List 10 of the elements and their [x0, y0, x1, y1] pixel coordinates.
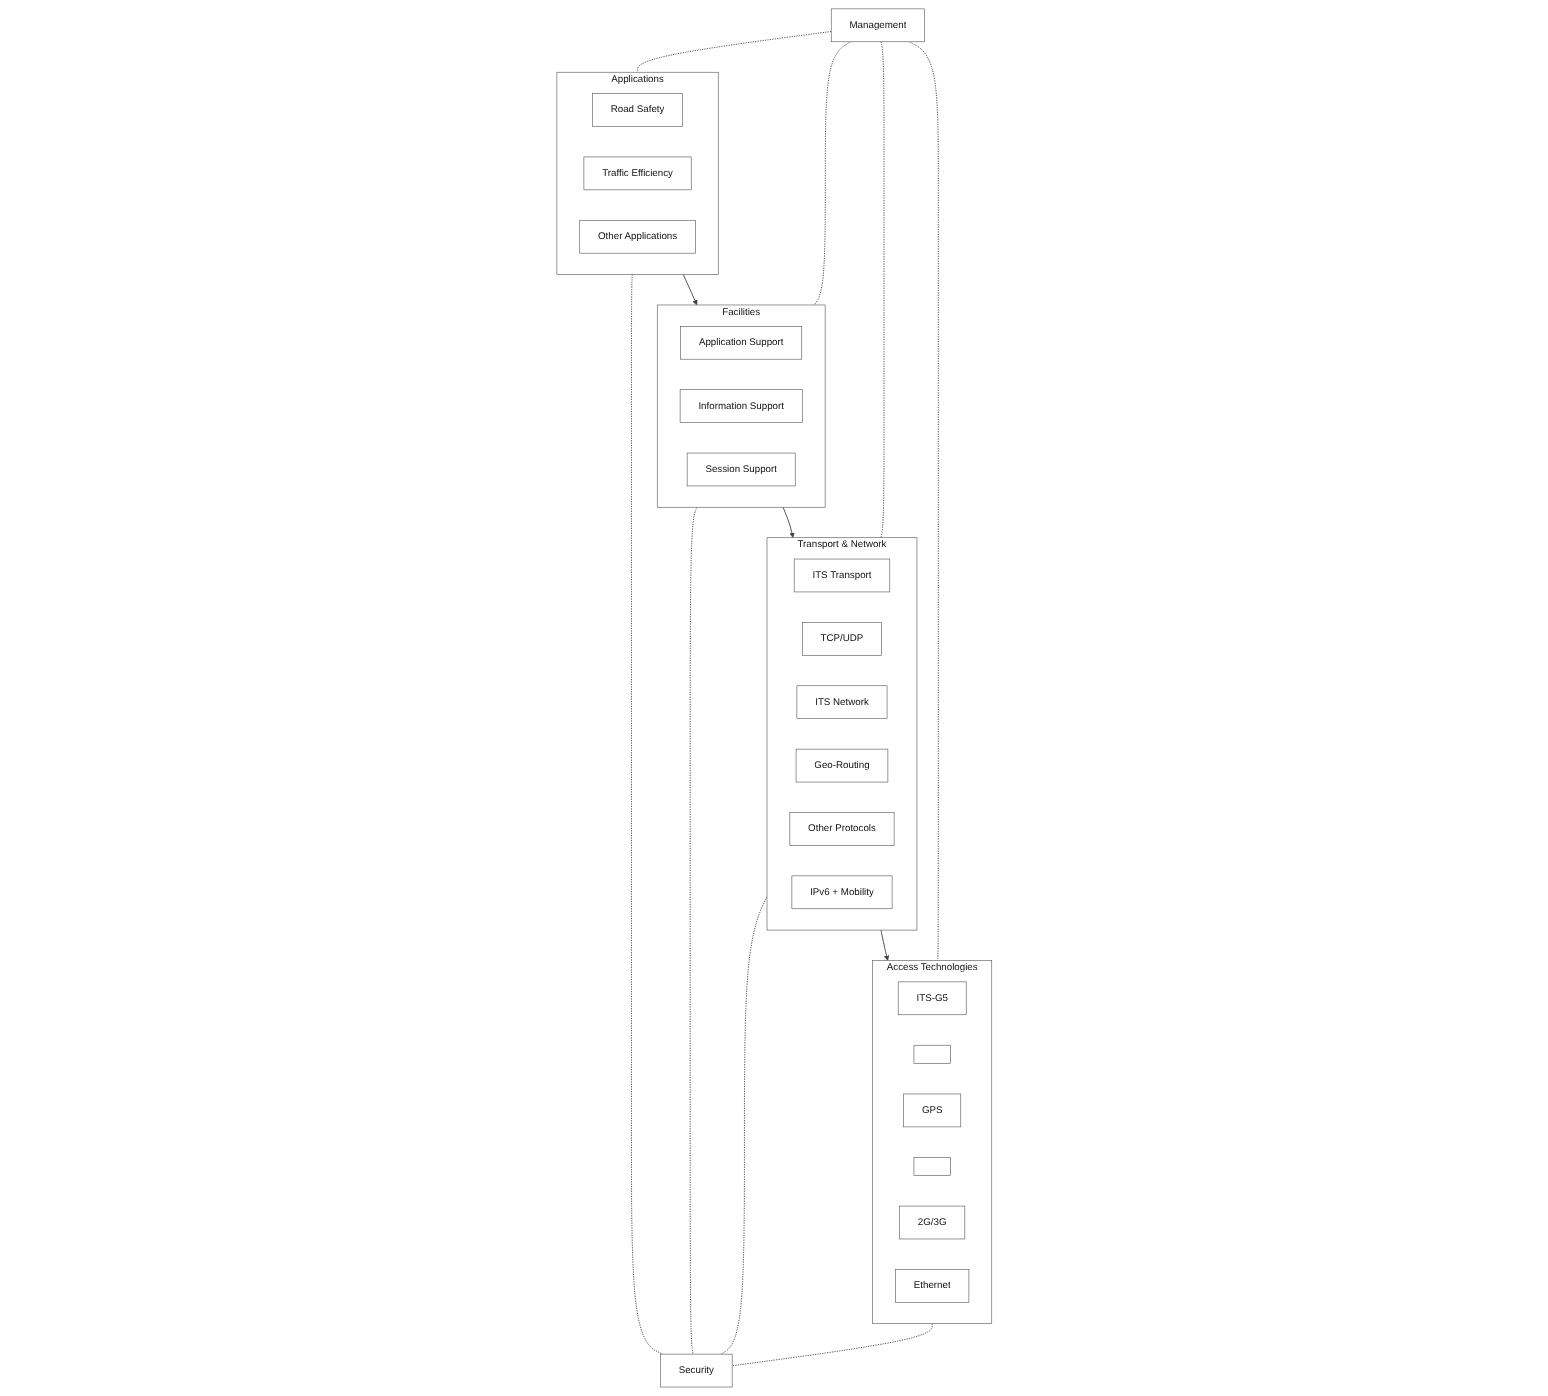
connector — [636, 31, 832, 73]
connector — [880, 41, 885, 539]
connector — [720, 896, 768, 1355]
connector — [731, 1323, 933, 1367]
connector — [813, 41, 851, 306]
node-box — [913, 1157, 951, 1176]
node-box — [913, 1044, 951, 1064]
connector — [689, 506, 697, 1355]
connector — [908, 41, 939, 962]
connector — [630, 274, 663, 1355]
